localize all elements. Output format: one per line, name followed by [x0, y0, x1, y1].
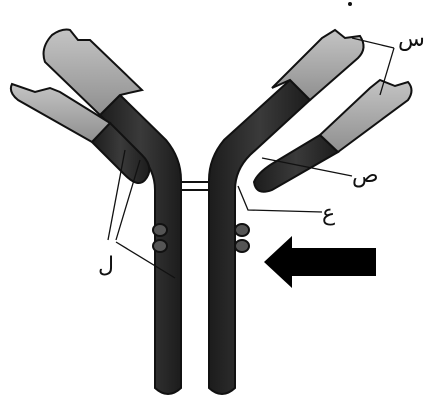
- disulfide-bridge: [181, 182, 209, 190]
- stray-dot: [348, 2, 352, 6]
- label-s: س: [398, 27, 425, 52]
- pointer-arrow-icon: [264, 236, 376, 288]
- label-ain: ع: [322, 201, 335, 226]
- label-sad: ص: [352, 163, 379, 188]
- right-heavy-stem: [209, 80, 310, 394]
- right-light-constant-region: [254, 135, 338, 192]
- right-carbohydrate-loops: [235, 224, 249, 252]
- right-light-variable-region: [320, 80, 412, 152]
- left-heavy-chain: [44, 30, 181, 394]
- right-heavy-chain: [209, 30, 364, 394]
- leader-line-ain: [238, 186, 322, 212]
- label-lam: ل: [98, 253, 114, 278]
